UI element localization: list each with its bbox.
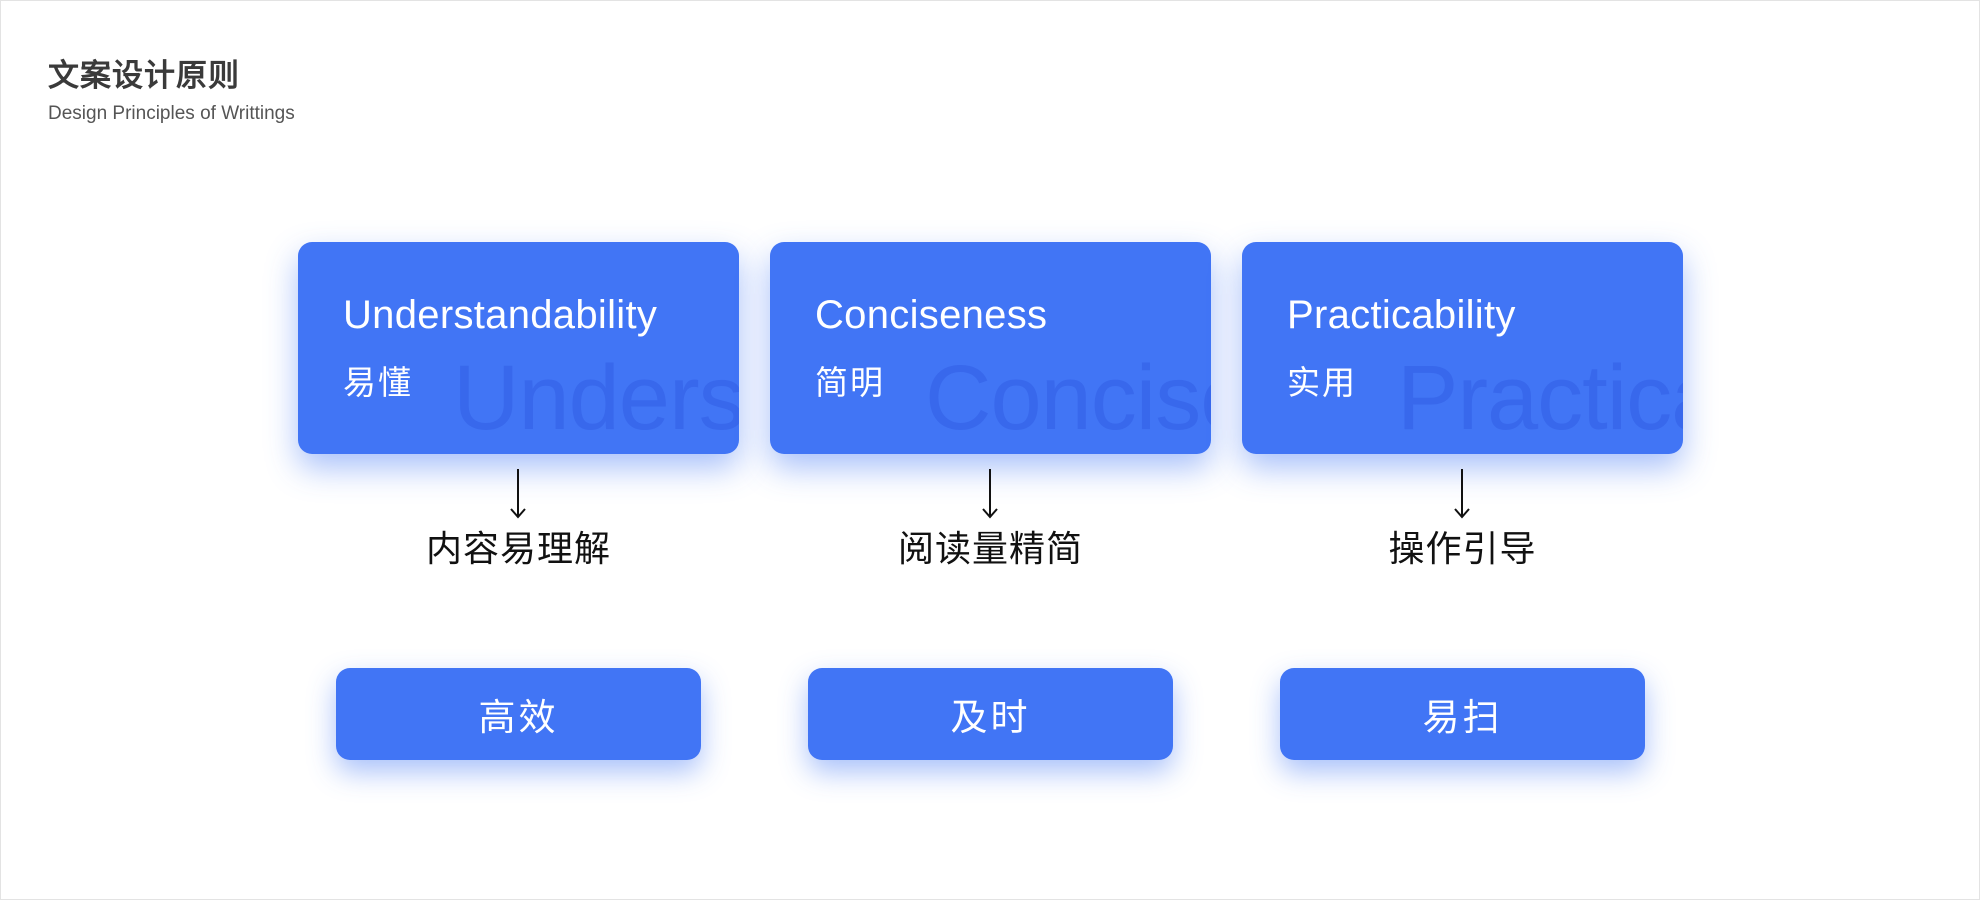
card-watermark-text: Understandability — [453, 347, 739, 449]
principle-column-practicability: Practicability Practicability 实用 操作引导 易扫 — [1242, 1, 1683, 901]
principle-column-understandability: Understandability Understandability 易懂 内… — [298, 1, 739, 901]
result-label: 高效 — [478, 696, 559, 739]
principle-result-button[interactable]: 及时 — [808, 668, 1173, 760]
card-title-en: Understandability — [343, 293, 658, 337]
card-title-cn: 简明 — [815, 363, 885, 402]
result-label: 易扫 — [1422, 696, 1503, 739]
principle-goal: 内容易理解 — [425, 529, 611, 570]
principle-card[interactable]: Understandability Understandability 易懂 — [298, 242, 739, 454]
card-watermark-text: Conciseness — [925, 347, 1211, 449]
card-title-en: Practicability — [1287, 293, 1516, 337]
result-label: 及时 — [950, 696, 1031, 739]
card-watermark-text: Practicability — [1397, 347, 1683, 449]
page-title: 文案设计原则 — [48, 58, 240, 94]
page-header: 文案设计原则 Design Principles of Writtings — [48, 56, 295, 127]
card-title-en: Conciseness — [815, 293, 1048, 337]
arrow-down-icon — [510, 469, 526, 519]
principle-goal: 操作引导 — [1388, 529, 1537, 570]
principle-card[interactable]: Conciseness Conciseness 简明 — [770, 242, 1211, 454]
principle-goal: 阅读量精简 — [897, 529, 1083, 570]
card-title-cn: 易懂 — [343, 363, 413, 402]
principle-card[interactable]: Practicability Practicability 实用 — [1242, 242, 1683, 454]
page-subtitle: Design Principles of Writtings — [48, 103, 295, 124]
principle-result-button[interactable]: 易扫 — [1280, 668, 1645, 760]
card-title-cn: 实用 — [1287, 363, 1357, 402]
arrow-down-icon — [982, 469, 998, 519]
principle-result-button[interactable]: 高效 — [336, 668, 701, 760]
arrow-down-icon — [1454, 469, 1470, 519]
principle-column-conciseness: Conciseness Conciseness 简明 阅读量精简 及时 — [770, 1, 1211, 901]
